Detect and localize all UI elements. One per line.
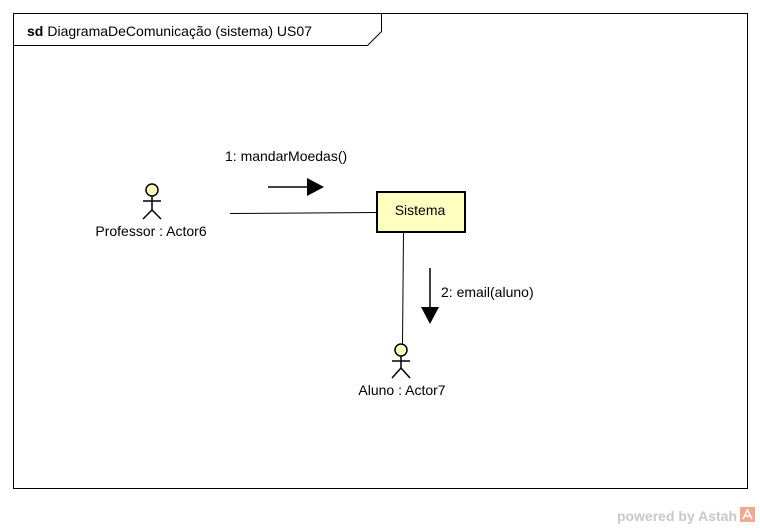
message-2[interactable]: 2: email(aluno)	[421, 268, 534, 324]
object-sistema-box	[376, 191, 466, 233]
frame-name-tab	[13, 13, 382, 46]
actor-head-icon	[145, 183, 159, 197]
astah-watermark: powered by Astah	[617, 507, 755, 524]
actor-aluno-label: Aluno : Actor7	[358, 382, 445, 398]
link-sistema-aluno	[402, 232, 404, 345]
arrow-right-icon	[307, 178, 324, 196]
astah-logo-mark	[742, 508, 753, 520]
message-1-label: 1: mandarMoedas()	[225, 148, 347, 164]
message-2-label: 2: email(aluno)	[441, 284, 534, 300]
watermark-text: powered by Astah	[617, 508, 737, 524]
actor-aluno[interactable]: Aluno : Actor7	[358, 343, 446, 398]
actor-professor[interactable]: Professor : Actor6	[95, 183, 207, 239]
link-professor-sistema	[229, 212, 379, 214]
diagram-frame	[13, 13, 748, 489]
arrow-down-icon	[421, 307, 439, 324]
frame-keyword: sd	[27, 23, 43, 39]
object-sistema-label: Sistema	[395, 202, 446, 218]
actor-head-icon	[394, 343, 408, 357]
message-1[interactable]: 1: mandarMoedas()	[225, 148, 347, 196]
frame-name: DiagramaDeComunicação (sistema) US07	[47, 23, 312, 39]
actor-professor-label: Professor : Actor6	[95, 223, 206, 239]
object-sistema[interactable]: Sistema	[376, 191, 466, 233]
